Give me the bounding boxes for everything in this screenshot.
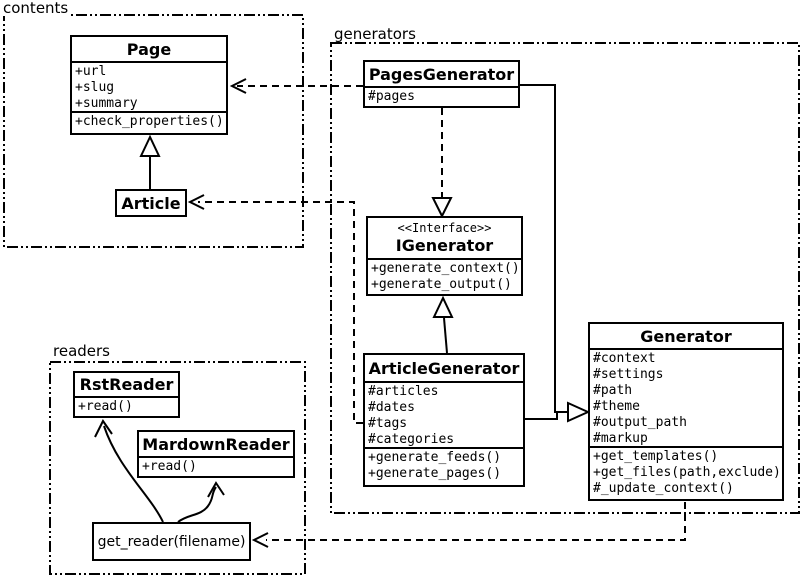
class-igenerator-header: <<Interface>> IGenerator [368, 218, 521, 258]
class-generator-attributes: #context #settings #path #theme #output_… [590, 348, 782, 446]
attribute: #output_path [593, 415, 687, 430]
inheritance-triangle-icon [567, 401, 591, 423]
class-pagesgenerator: PagesGenerator #pages [363, 60, 520, 108]
class-rstreader-title: RstReader [79, 375, 174, 394]
package-label-contents: contents [0, 1, 72, 16]
attribute: +summary [75, 96, 138, 111]
package-readers-border [49, 361, 306, 575]
class-page-methods: +check_properties() [72, 111, 226, 131]
class-articlegenerator-attributes: #articles #dates #tags #categories [365, 381, 523, 447]
attribute: #articles [368, 384, 439, 399]
inheritance-triangle-icon [431, 197, 453, 219]
class-igenerator: <<Interface>> IGenerator +generate_conte… [366, 216, 523, 296]
method: +check_properties() [75, 114, 224, 129]
inheritance-triangle-icon [432, 295, 454, 318]
edge-getreader-markdownreader [177, 486, 217, 523]
inheritance-triangle-icon [139, 134, 161, 157]
method: +generate_pages() [368, 466, 502, 481]
open-arrowhead-icon [94, 419, 113, 438]
attribute: #categories [368, 432, 455, 447]
attribute: #context [593, 351, 656, 366]
edge-generator-getreader [266, 502, 686, 541]
class-generator-methods: +get_templates() +get_files(path,exclude… [590, 446, 782, 497]
class-page-attributes: +url +slug +summary [72, 61, 226, 111]
attribute: #tags [368, 416, 408, 431]
edge-pagesgenerator-generator [520, 84, 567, 413]
class-markdownreader-title: MardownReader [142, 434, 290, 454]
class-markdownreader-methods: +read() [139, 456, 293, 474]
attribute: #path [593, 383, 633, 398]
class-pagesgenerator-title: PagesGenerator [368, 64, 515, 84]
class-article: Article [115, 189, 187, 217]
class-igenerator-title: IGenerator [395, 236, 494, 255]
class-generator-title: Generator [640, 326, 732, 346]
class-articlegenerator-methods: +generate_feeds() +generate_pages() [365, 447, 523, 481]
function-get-reader: get_reader(filename) [92, 522, 251, 561]
class-article-title: Article [121, 193, 181, 213]
method: +get_files(path,exclude) [593, 465, 781, 480]
package-generators-border [330, 42, 800, 514]
attribute: #theme [593, 399, 640, 414]
attribute: #settings [593, 367, 664, 382]
class-rstreader-methods: +read() [75, 396, 178, 414]
function-get-reader-label: get_reader(filename) [97, 533, 246, 550]
open-arrowhead-icon [187, 194, 205, 210]
attribute: +url [75, 64, 107, 79]
method: +read() [78, 399, 133, 414]
class-generator: Generator #context #settings #path #them… [588, 322, 784, 501]
package-contents-border [3, 14, 304, 248]
edge-articlegenerator-igenerator [443, 317, 448, 354]
class-markdownreader: MardownReader +read() [137, 430, 295, 478]
class-articlegenerator: ArticleGenerator #articles #dates #tags … [363, 353, 525, 487]
class-pagesgenerator-attributes: #pages [365, 86, 518, 104]
class-page-title: Page [126, 39, 172, 59]
open-arrowhead-icon [229, 78, 247, 94]
stereotype: <<Interface>> [397, 221, 492, 235]
method: +generate_output() [371, 277, 512, 292]
edge-getreader-rstreader [103, 425, 164, 523]
package-label-readers: readers [50, 344, 113, 359]
class-articlegenerator-title: ArticleGenerator [368, 358, 520, 378]
method: +generate_feeds() [368, 450, 502, 465]
attribute: #markup [593, 431, 648, 446]
open-arrowhead-icon [251, 532, 269, 548]
method: +read() [142, 459, 197, 474]
attribute: +slug [75, 80, 115, 95]
method: #_update_context() [593, 481, 734, 496]
edge-articlegenerator-generator [525, 412, 558, 420]
class-page: Page +url +slug +summary +check_properti… [70, 35, 228, 135]
class-rstreader: RstReader +read() [73, 371, 180, 418]
edge-articlegenerator-article [198, 201, 363, 424]
class-igenerator-methods: +generate_context() +generate_output() [368, 258, 521, 294]
method: +get_templates() [593, 449, 719, 464]
package-label-generators: generators [331, 27, 419, 42]
method: +generate_context() [371, 261, 520, 276]
attribute: #dates [368, 400, 415, 415]
open-arrowhead-icon [207, 481, 225, 498]
attribute: #pages [368, 89, 415, 104]
